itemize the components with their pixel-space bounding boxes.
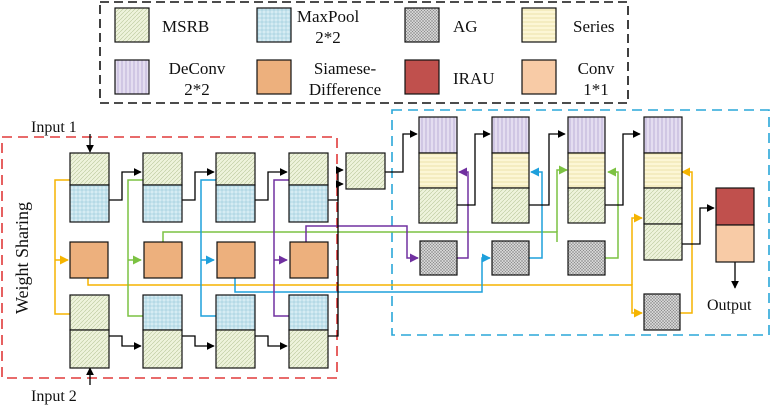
legend-siamese-label-line2: Difference [309, 80, 381, 99]
output-label: Output [707, 297, 752, 314]
encoder1-msrb-3 [215, 152, 256, 186]
legend-deconv: DeConv 2*2 [114, 59, 226, 99]
siamese-row [69, 241, 329, 279]
decoder1-msrb [418, 187, 458, 224]
siamese-difference-4 [289, 241, 329, 279]
encoder2-maxpool-2 [142, 294, 183, 331]
green-skip-link [127, 165, 619, 317]
input2-label: Input 2 [31, 388, 77, 405]
siamese-difference-1 [69, 241, 109, 279]
legend-maxpool-label-line2: 2*2 [315, 28, 341, 47]
weight-sharing-label: Weight Sharing [12, 202, 32, 314]
decoder4-msrb-2 [643, 223, 683, 261]
legend-conv: Conv 1*1 [521, 59, 615, 99]
legend-conv-label-line2: 1*1 [583, 80, 609, 99]
legend-maxpool-label-line1: MaxPool [297, 7, 360, 26]
encoder1-maxpool-2 [142, 184, 183, 223]
encoder2-msrb-4 [288, 329, 329, 369]
encoder2-maxpool-4 [288, 294, 329, 331]
decoder2-deconv [491, 116, 530, 154]
legend-ag-label: AG [453, 17, 478, 36]
decoder4-ag [643, 293, 681, 331]
decoder4-deconv [643, 116, 683, 154]
decoder3-msrb [567, 187, 606, 224]
legend-siamese-label-line1: Siamese- [314, 59, 377, 78]
decoder4-series [643, 152, 683, 189]
encoder-region [1, 136, 338, 379]
legend-conv-swatch [521, 59, 557, 95]
encoder2-msrb-2 [142, 329, 183, 369]
legend-maxpool: MaxPool 2*2 [256, 7, 360, 47]
input1-label: Input 1 [31, 119, 77, 136]
decoder2-msrb [491, 187, 530, 224]
encoder1-msrb-2 [142, 152, 183, 186]
decoder2-series [491, 152, 530, 189]
purple-skip-link [273, 167, 469, 317]
decoder2-ag [491, 240, 530, 276]
encoder1-maxpool-3 [215, 184, 256, 223]
legend-maxpool-swatch [256, 7, 292, 43]
encoder2-maxpool-3 [215, 294, 256, 331]
yellow-skip-link [54, 167, 693, 318]
decoder3-ag [567, 240, 606, 276]
decoder1-ag [419, 240, 458, 276]
encoder-stream-1 [69, 152, 329, 223]
legend-ag-swatch [404, 7, 440, 43]
decoder-stage-2 [491, 116, 530, 276]
main-flow-arrows [86, 130, 739, 385]
bottleneck-msrb [345, 152, 386, 190]
encoder1-maxpool-4 [288, 184, 329, 223]
siamese-difference-2 [143, 241, 183, 279]
encoder1-msrb-4 [288, 152, 329, 186]
conv-1x1-block [715, 224, 755, 263]
decoder3-series [567, 152, 606, 189]
legend-deconv-label-line2: 2*2 [184, 80, 210, 99]
decoder-stage-3 [567, 116, 606, 276]
decoder1-series [418, 152, 458, 189]
encoder2-msrb-3 [215, 329, 256, 369]
legend-irau: IRAU [404, 59, 495, 95]
legend-siamese: Siamese- Difference [256, 59, 381, 99]
decoder-stage-4 [643, 116, 683, 331]
encoder2-maxpool-1 [69, 294, 110, 331]
encoder2-msrb-1 [69, 329, 110, 369]
irau-block [715, 187, 755, 226]
encoder-stream-2 [69, 294, 329, 369]
legend-msrb-swatch [114, 7, 150, 43]
legend-series-label: Series [573, 17, 615, 36]
decoder3-deconv [567, 116, 606, 154]
legend-siamese-swatch [256, 59, 292, 95]
decoder4-msrb-1 [643, 187, 683, 225]
encoder1-msrb-1 [69, 152, 110, 186]
legend-ag: AG [404, 7, 478, 43]
legend-msrb-label: MSRB [162, 17, 209, 36]
decoder1-deconv [418, 116, 458, 154]
encoder1-maxpool-1 [69, 184, 110, 223]
decoder-stage-1 [418, 116, 458, 276]
siamese-difference-3 [216, 241, 256, 279]
legend-series-swatch [521, 7, 557, 43]
legend-msrb: MSRB [114, 7, 209, 43]
legend-deconv-swatch [114, 59, 150, 95]
legend-deconv-label-line1: DeConv [169, 59, 226, 78]
legend-irau-label: IRAU [453, 69, 495, 88]
decoder-region [391, 109, 770, 336]
legend-irau-swatch [404, 59, 440, 95]
blue-skip-link [200, 167, 543, 317]
legend-conv-label-line1: Conv [578, 59, 615, 78]
legend-series: Series [521, 7, 615, 43]
